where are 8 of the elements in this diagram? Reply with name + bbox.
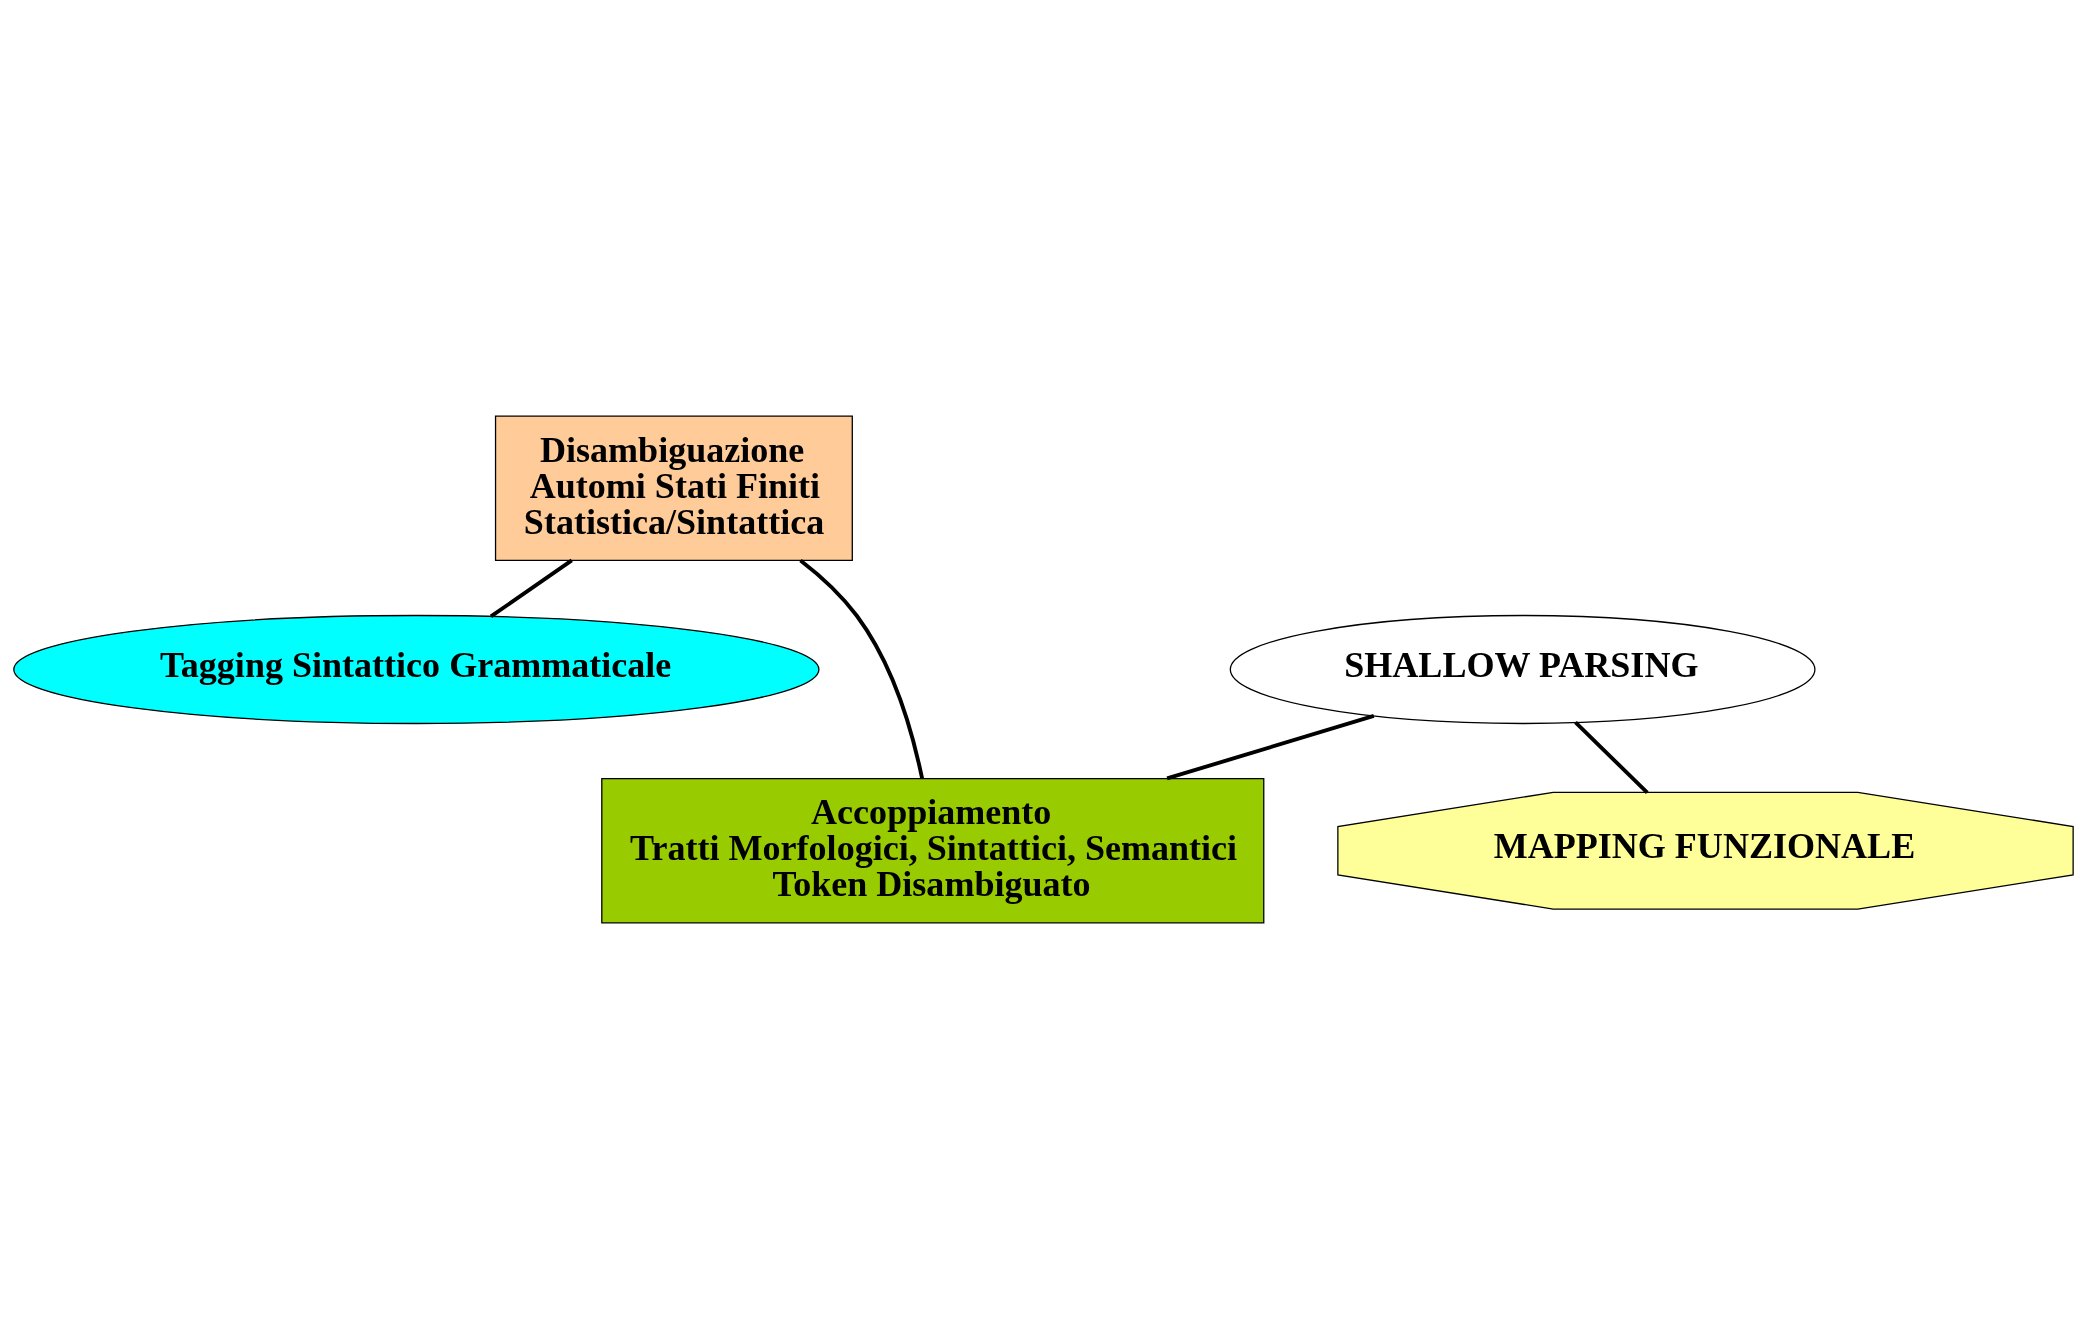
connector — [1166, 713, 1375, 780]
node-ellipse: Tagging Sintattico Grammaticale — [13, 614, 820, 724]
node-box: Accoppiamento Tratti Morfologici, Sintattici, Semantici Token Disambiguato — [601, 777, 1265, 923]
connector — [489, 558, 573, 618]
connector — [1574, 720, 1649, 794]
connector — [799, 558, 924, 779]
node-box: Disambiguazione Automi Stati Finiti Statistica/Sintattica — [494, 415, 853, 561]
node-ellipse: SHALLOW PARSING — [1229, 614, 1816, 724]
